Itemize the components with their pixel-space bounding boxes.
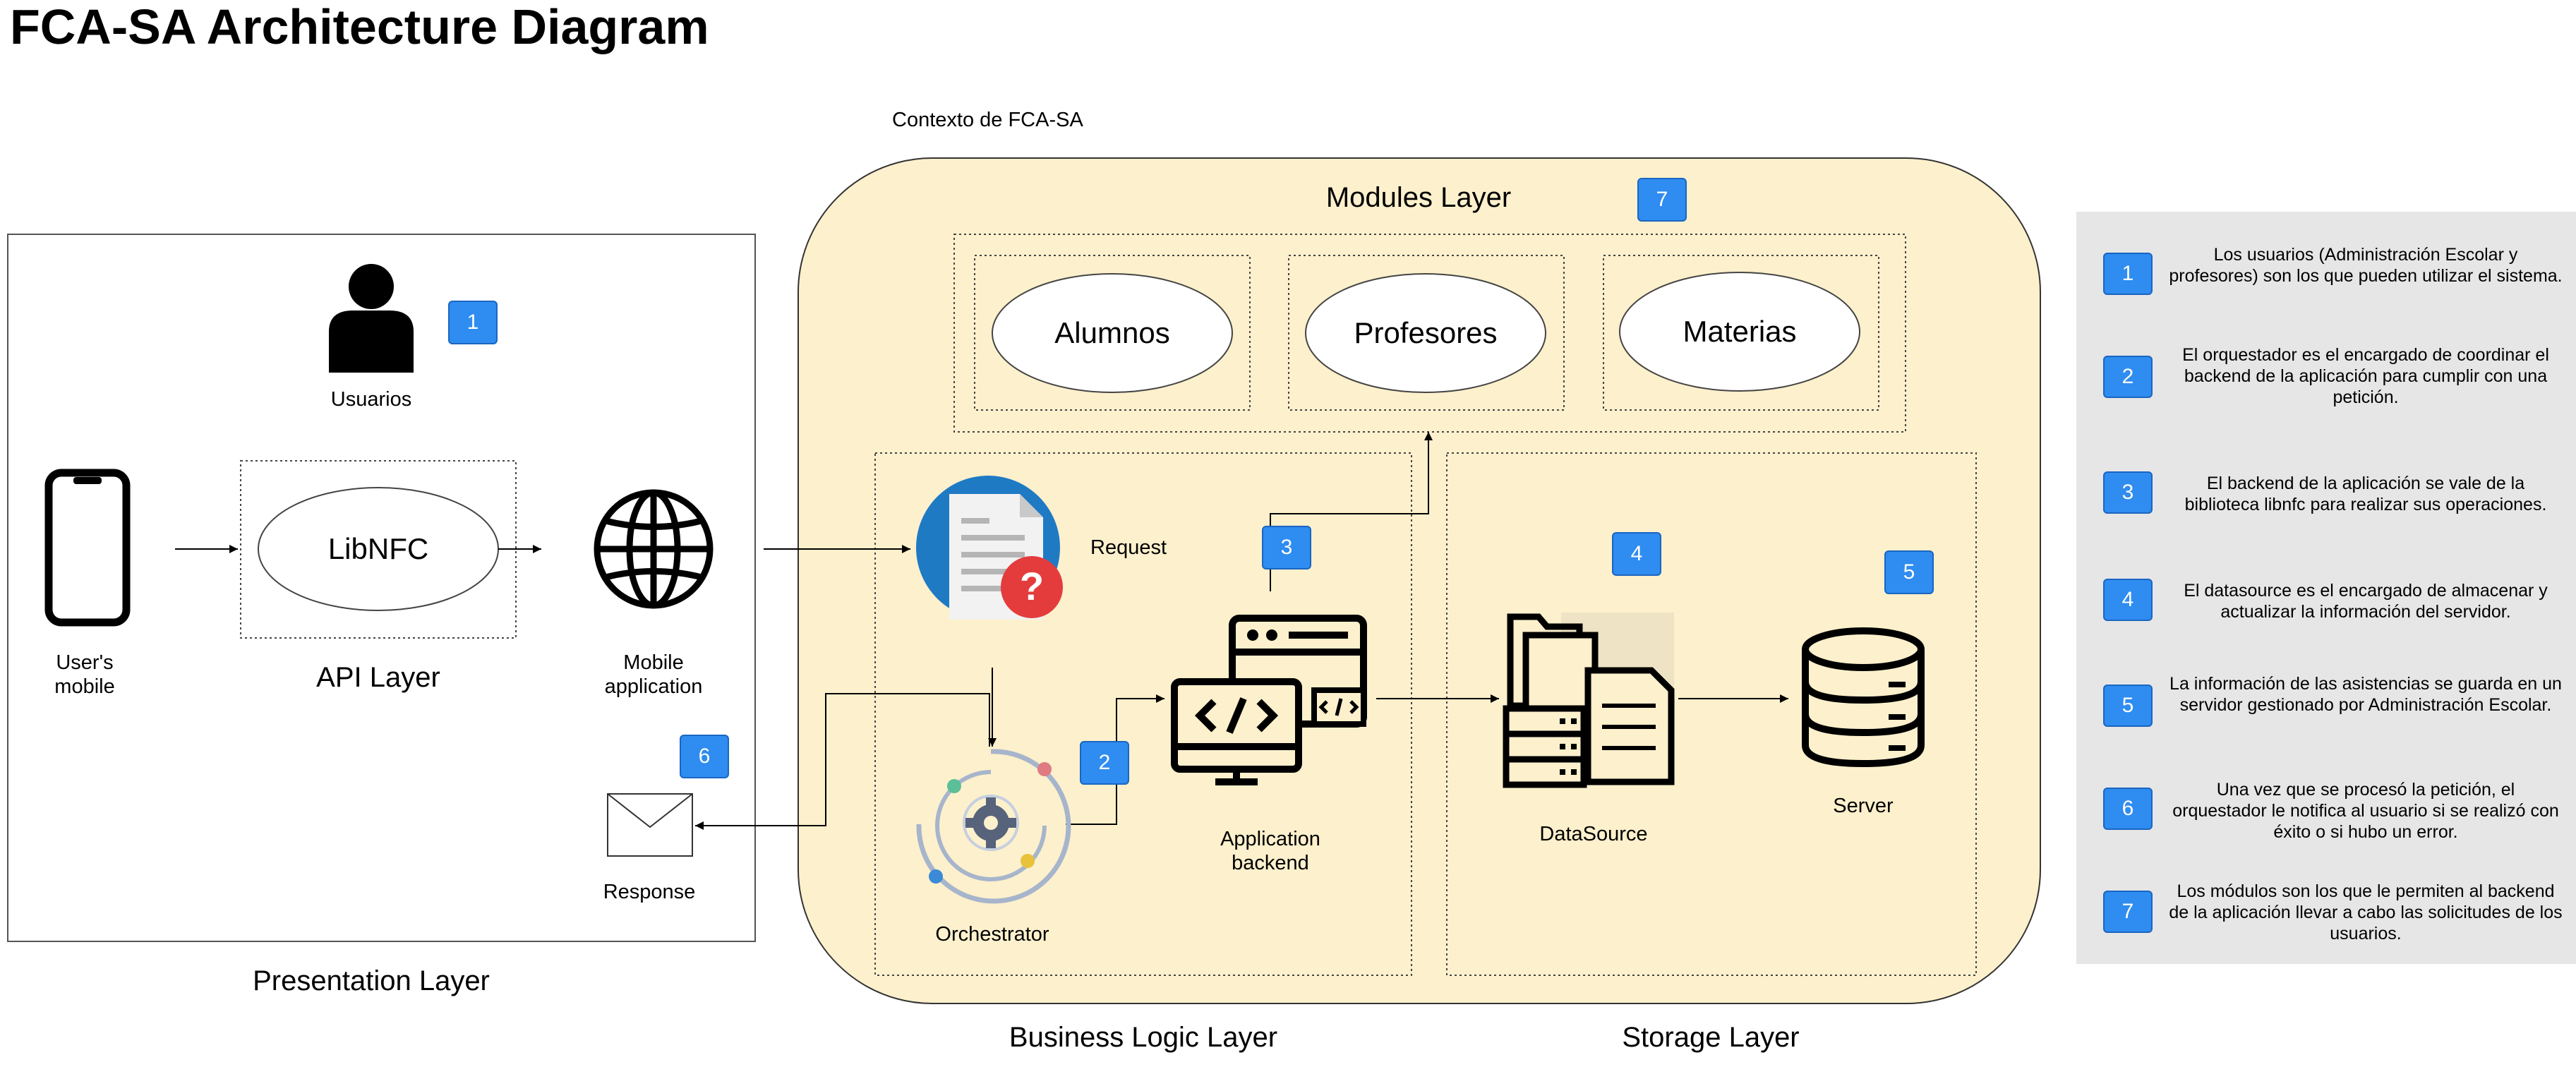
envelope-icon xyxy=(607,793,693,857)
modules-layer-label: Modules Layer xyxy=(1325,182,1512,213)
orchestrator-icon xyxy=(916,749,1071,904)
legend-text: La información de las asistencias se gua… xyxy=(2169,674,2562,715)
request-label: Request xyxy=(1090,536,1167,559)
diagram-title: FCA-SA Architecture Diagram xyxy=(10,0,709,54)
legend-panel: 1 Los usuarios (Administración Escolar y… xyxy=(2076,212,2576,964)
materias-label: Materias xyxy=(1683,315,1797,348)
legend-badge: 3 xyxy=(2103,471,2153,514)
legend-badge: 2 xyxy=(2103,356,2153,398)
badge-6: 6 xyxy=(680,735,729,778)
business-layer-label: Business Logic Layer xyxy=(1009,1022,1278,1053)
module-box-profesores xyxy=(1288,255,1565,411)
legend-text: El datasource es el encargado de almacen… xyxy=(2184,581,2548,622)
request-document-icon: ? xyxy=(916,476,1063,620)
legend-badge: 5 xyxy=(2103,685,2153,727)
business-box xyxy=(874,452,1412,976)
legend-text: El backend de la aplicación se vale de l… xyxy=(2184,474,2547,514)
legend-badge: 6 xyxy=(2103,788,2153,830)
badge-1: 1 xyxy=(448,301,498,344)
legend-badge: 4 xyxy=(2103,579,2153,621)
profesores-ellipse xyxy=(1305,273,1546,393)
application-backend-icon xyxy=(1171,615,1367,785)
badge-7: 7 xyxy=(1637,178,1687,222)
badge-4: 4 xyxy=(1612,532,1661,576)
orchestrator-label: Orchestrator xyxy=(935,923,1049,946)
usuarios-label: Usuarios xyxy=(330,388,412,411)
legend-text: Los usuarios (Administración Escolar y p… xyxy=(2169,245,2563,286)
legend-text: Los módulos son los que le permiten al b… xyxy=(2169,881,2563,944)
svg-text:?: ? xyxy=(1020,564,1044,608)
modules-box xyxy=(953,234,1906,433)
badge-2: 2 xyxy=(1080,741,1129,785)
badge-5: 5 xyxy=(1884,550,1934,594)
legend-text: El orquestador es el encargado de coordi… xyxy=(2182,345,2549,407)
mobile-application-label: Mobile application xyxy=(604,651,703,698)
legend-text: Una vez que se procesó la petición, el o… xyxy=(2172,780,2559,842)
libnfc-label: LibNFC xyxy=(327,532,429,565)
datasource-icon xyxy=(1503,613,1675,788)
context-label: Contexto de FCA-SA xyxy=(892,109,1083,131)
storage-layer-label: Storage Layer xyxy=(1622,1022,1800,1053)
legend-badge: 7 xyxy=(2103,891,2153,933)
storage-box xyxy=(1446,452,1977,976)
arrow-orchestrator-to-response xyxy=(695,693,990,830)
datasource-label: DataSource xyxy=(1539,823,1648,845)
profesores-label: Profesores xyxy=(1354,316,1498,349)
globe-icon xyxy=(594,489,714,609)
mobile-phone-icon xyxy=(44,469,131,627)
materias-ellipse xyxy=(1619,272,1860,392)
alumnos-ellipse xyxy=(992,273,1233,393)
legend-badge: 1 xyxy=(2103,253,2153,295)
module-box-alumnos xyxy=(974,255,1251,411)
alumnos-label: Alumnos xyxy=(1054,316,1170,349)
api-layer-label: API Layer xyxy=(316,662,440,693)
response-label: Response xyxy=(603,881,696,903)
module-box-materias xyxy=(1603,255,1879,411)
server-label: Server xyxy=(1833,795,1894,817)
server-database-icon xyxy=(1802,627,1925,768)
badge-3: 3 xyxy=(1262,526,1311,569)
user-icon xyxy=(329,264,414,373)
application-backend-label: Application backend xyxy=(1220,828,1320,874)
presentation-layer-label: Presentation Layer xyxy=(253,965,490,996)
users-mobile-label: User's mobile xyxy=(54,651,115,698)
